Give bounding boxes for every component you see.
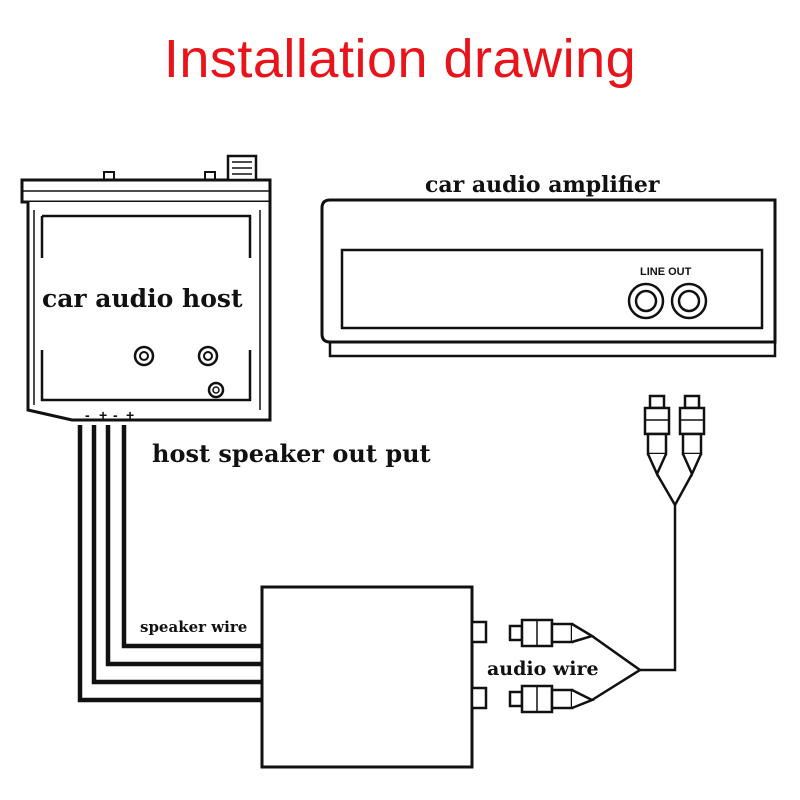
terminal-mark: - xyxy=(85,407,90,423)
speaker-wire-label: speaker wire xyxy=(140,618,247,636)
rca-plug-pair-box xyxy=(508,618,596,714)
amplifier-label: car audio amplifier xyxy=(425,172,660,198)
host-output-label: host speaker out put xyxy=(152,439,431,468)
terminal-marks: - + - + xyxy=(85,407,134,423)
converter-box xyxy=(260,585,488,769)
rca-plug-pair-top xyxy=(643,394,706,478)
host-label: car audio host xyxy=(42,284,243,313)
line-out-label: LINE OUT xyxy=(640,266,692,278)
car-audio-host xyxy=(20,154,272,422)
speaker-wires xyxy=(77,425,262,703)
terminal-mark: + xyxy=(99,407,107,423)
audio-wire-label: audio wire xyxy=(487,658,599,680)
terminal-mark: - xyxy=(113,407,118,423)
car-audio-amplifier xyxy=(320,198,777,358)
terminal-mark: + xyxy=(126,407,134,423)
page-title: Installation drawing xyxy=(163,29,637,89)
audio-cable xyxy=(591,473,694,702)
